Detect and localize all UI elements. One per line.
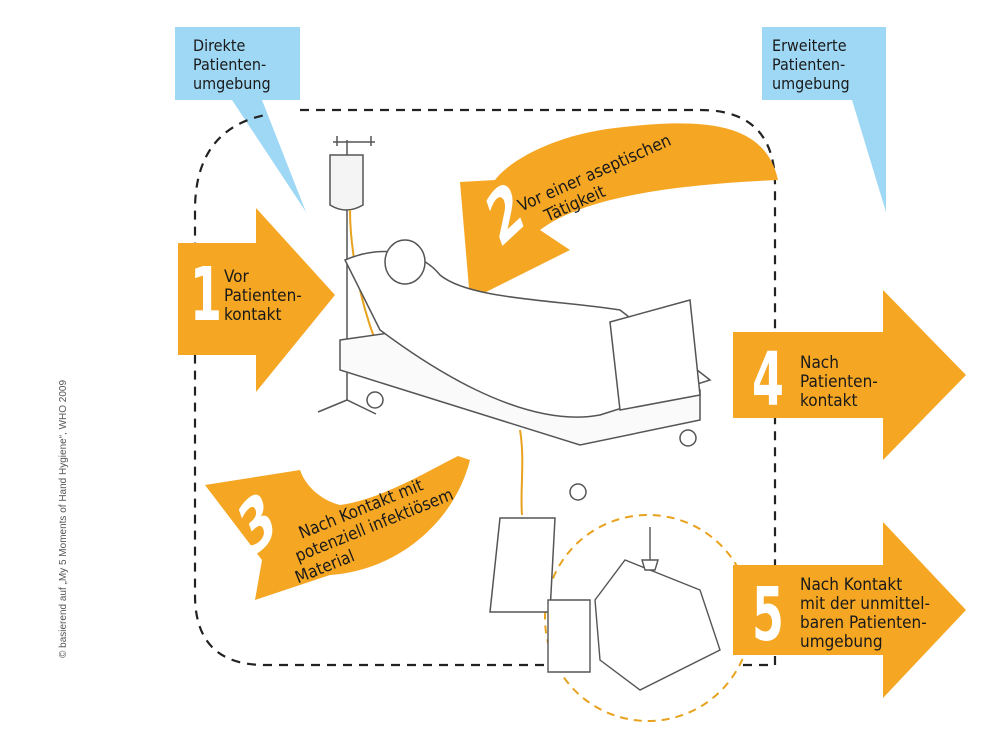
callout-direct-shape	[175, 27, 306, 212]
arrow-5	[733, 522, 966, 698]
arrow-1	[178, 208, 335, 392]
moment-1-line: Patienten-	[224, 286, 302, 306]
callout-extended-line: Erweiterte	[772, 36, 847, 55]
callout-direct-line: Patienten-	[193, 55, 267, 74]
urine-bag	[489, 517, 556, 613]
callout-extended-line: umgebung	[772, 74, 850, 93]
patient-bed	[339, 239, 712, 501]
urine-drain-line	[519, 429, 524, 516]
callout-direct-text: Direkte Patienten- umgebung	[193, 36, 271, 93]
zoomed-bed-area	[547, 527, 721, 691]
callout-extended-line: Patienten-	[772, 55, 846, 74]
moment-4-line: Patienten-	[800, 372, 878, 392]
callout-direct-line: umgebung	[193, 74, 271, 93]
arrow-3	[205, 456, 470, 600]
moment-5-label: Nach Kontakt mit der unmittel- baren Pat…	[800, 576, 930, 652]
callout-direct-line: Direkte	[193, 36, 246, 55]
source-credit: © basierend auf „My 5 Moments of Hand Hy…	[58, 379, 69, 658]
callout-extended-shape	[762, 27, 886, 212]
moment-5-line: umgebung	[800, 632, 883, 652]
moment-4-number: 4	[752, 337, 784, 423]
moment-1-label: Vor Patienten- kontakt	[224, 268, 302, 325]
moment-1-number: 1	[190, 252, 222, 338]
moment-4-label: Nach Patienten- kontakt	[800, 354, 878, 411]
callout-extended-text: Erweiterte Patienten- umgebung	[772, 36, 850, 93]
moment-5-line: Nach Kontakt	[800, 575, 903, 595]
moment-5-line: baren Patienten-	[800, 613, 927, 633]
moment-5-number: 5	[752, 572, 784, 658]
arrow-4	[733, 290, 966, 460]
moment-1-line: kontakt	[224, 305, 282, 325]
moment-4-line: Nach	[800, 353, 839, 373]
moment-5-line: mit der unmittel-	[800, 594, 930, 614]
arrow-2	[460, 123, 778, 300]
moment-4-line: kontakt	[800, 391, 858, 411]
moment-1-line: Vor	[224, 267, 249, 287]
